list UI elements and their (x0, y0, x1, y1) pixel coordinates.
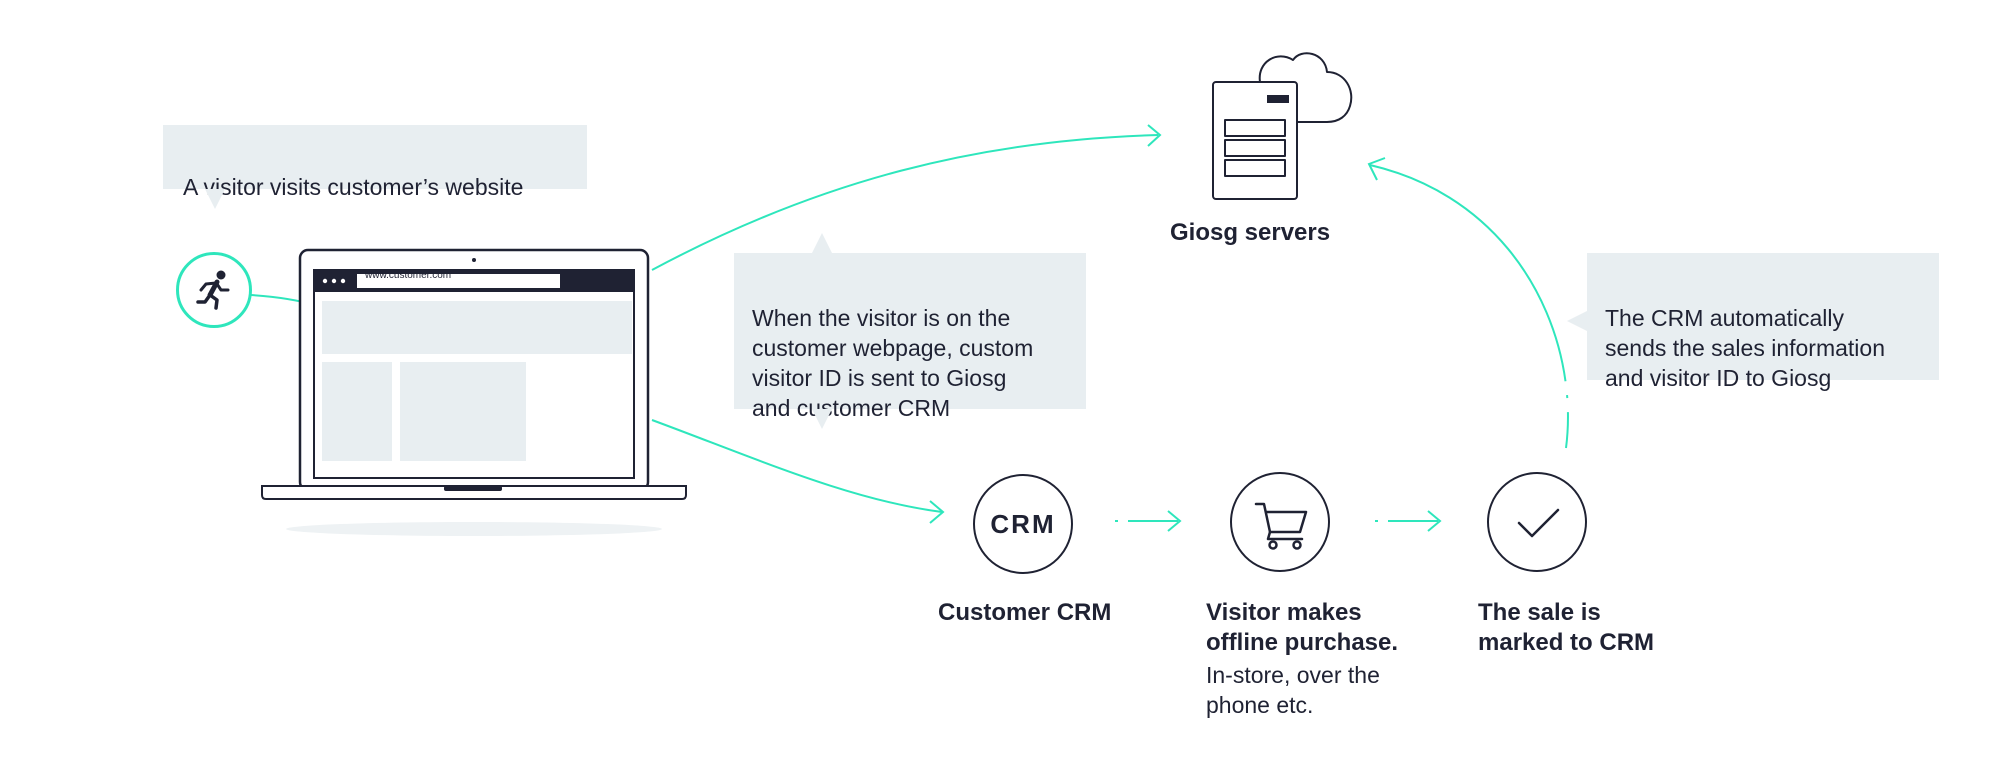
server-slot (1224, 139, 1286, 157)
customer-crm-label: Customer CRM (938, 599, 1112, 626)
laptop-shadow (286, 522, 662, 536)
callout-tail (205, 189, 225, 209)
laptop-base (261, 485, 687, 500)
callout-visitor-visits: A visitor visits customer’s website (163, 125, 587, 209)
laptop-illustration (261, 248, 687, 536)
cloud-outline (1258, 52, 1353, 123)
browser-dot (340, 278, 346, 284)
callout-tail (1567, 311, 1587, 331)
server-slot (1224, 159, 1286, 177)
page-content-block (400, 362, 526, 461)
offline-purchase-sublabel: In-store, over the phone etc. (1206, 662, 1380, 718)
giosg-servers-label: Giosg servers (1170, 219, 1331, 246)
browser-dot (331, 278, 337, 284)
callout-visitor-visits-text: A visitor visits customer’s website (183, 174, 524, 200)
browser-address-bar (357, 274, 560, 288)
server-cloud-icon (1212, 52, 1353, 200)
callout-crm-sends-text: The CRM automatically sends the sales in… (1605, 305, 1885, 391)
arrow-laptop-to-servers (651, 134, 1159, 271)
arrow-laptop-to-crm (651, 419, 943, 513)
sale-node (1487, 472, 1587, 572)
callout-tail-top (812, 233, 832, 253)
laptop-camera (472, 258, 476, 262)
page-sidebar-block (322, 362, 392, 461)
server-slot (1224, 119, 1286, 137)
shopping-cart-icon (1254, 502, 1308, 550)
arrow-sale-to-servers (1369, 164, 1569, 449)
arrowhead-sale-to-servers (1367, 157, 1386, 181)
visitor-running-icon (176, 252, 252, 328)
arrowhead-laptop-to-crm (929, 500, 945, 524)
page-header-block (322, 301, 632, 354)
callout-visitor-id-text: When the visitor is on the customer webp… (752, 305, 1034, 421)
offline-purchase-label: Visitor makes offline purchase. (1206, 599, 1399, 656)
arrowhead-crm-to-cart (1167, 510, 1182, 532)
callout-tail-bottom (812, 409, 832, 429)
checkmark-icon (1517, 508, 1560, 538)
callout-visitor-id: When the visitor is on the customer webp… (734, 233, 1086, 429)
browser-url: www.customer.com (365, 270, 452, 281)
laptop-trackpad-notch (444, 486, 502, 491)
browser-dot (322, 278, 328, 284)
purchase-node (1230, 472, 1330, 572)
server-indicator (1267, 95, 1289, 103)
sale-marked-label: The sale is marked to CRM (1478, 599, 1655, 656)
callout-crm-sends: The CRM automatically sends the sales in… (1567, 253, 1939, 391)
arrowhead-cart-to-check (1427, 510, 1442, 532)
crm-node: CRM (973, 474, 1073, 574)
crm-icon-text: CRM (990, 508, 1056, 539)
arrowhead-laptop-to-servers (1147, 124, 1162, 147)
